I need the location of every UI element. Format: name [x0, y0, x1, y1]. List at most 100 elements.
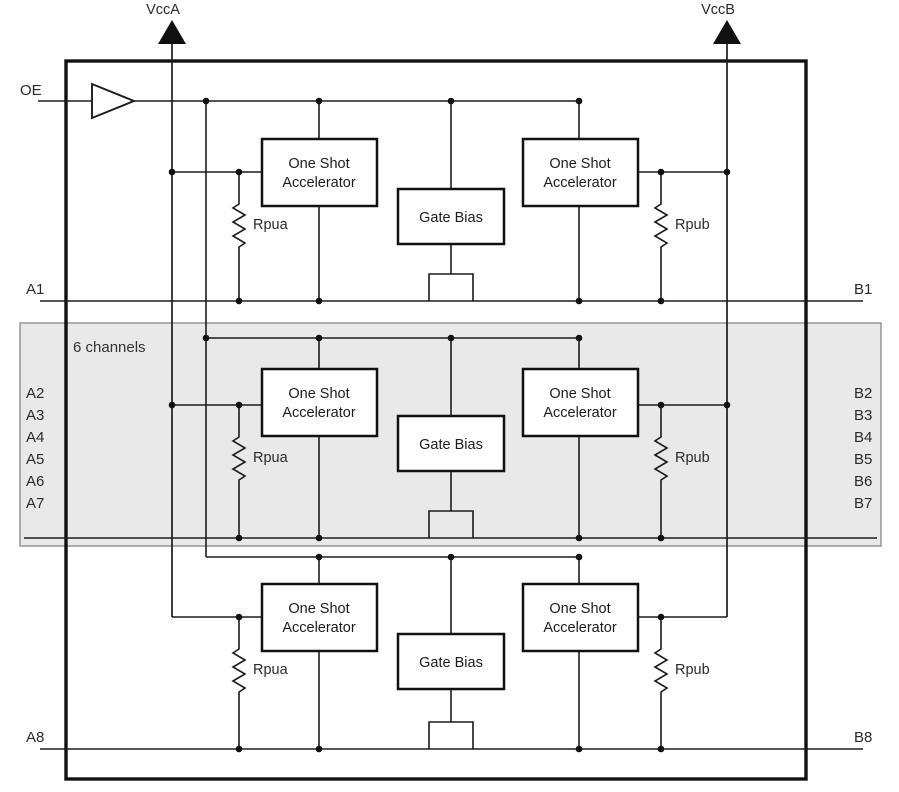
junction-dot — [575, 334, 583, 342]
rpub-resistor-8 — [653, 617, 669, 749]
junction-dot — [235, 401, 243, 409]
vccb-arrow-icon — [713, 20, 741, 44]
one-shot-a-mid-label-line1: One Shot — [288, 386, 349, 402]
pin-label-a4: A4 — [26, 429, 44, 446]
power-rails — [158, 20, 741, 617]
pin-label-b4: B4 — [854, 429, 872, 446]
junction-dot — [575, 534, 583, 542]
pin-label-a3: A3 — [26, 407, 44, 424]
junction-dot — [575, 97, 583, 105]
pin-label-a2: A2 — [26, 385, 44, 402]
junction-dot — [657, 745, 665, 753]
one-shot-b-mid-label-line2: Accelerator — [543, 405, 617, 421]
pin-label-b3: B3 — [854, 407, 872, 424]
oe-pin-label: OE — [20, 82, 42, 99]
oe-buffer-icon — [91, 82, 137, 120]
junction-dot — [315, 334, 323, 342]
one-shot-accelerator-a-mid-box — [260, 367, 379, 438]
junction-dot — [447, 97, 455, 105]
one-shot-accelerator-a1-box — [260, 137, 379, 208]
rpub-resistor-1 — [653, 172, 669, 301]
pass-fet-1 — [428, 273, 474, 301]
junction-dot — [235, 297, 243, 305]
pin-label-a8: A8 — [26, 729, 44, 746]
one-shot-a1-label-line2: Accelerator — [282, 175, 356, 191]
one-shot-b1-label-line2: Accelerator — [543, 175, 617, 191]
junction-dot — [168, 401, 176, 409]
junction-dot — [723, 401, 731, 409]
labels: VccA VccB OE 6 channels A1 B1 A2 A3 A4 A… — [20, 2, 872, 746]
gate-bias-mid-label: Gate Bias — [419, 437, 483, 453]
pin-label-b1: B1 — [854, 281, 872, 298]
one-shot-b8-label-line2: Accelerator — [543, 620, 617, 636]
rpua-label-8: Rpua — [253, 662, 289, 678]
junction-dot — [447, 553, 455, 561]
pin-label-b5: B5 — [854, 451, 872, 468]
junction-dot — [575, 553, 583, 561]
junction-dot — [657, 401, 665, 409]
pass-fet-8 — [428, 721, 474, 749]
gate-bias-8-box — [396, 632, 506, 691]
one-shot-b1-label-line1: One Shot — [549, 156, 610, 172]
pin-label-a1: A1 — [26, 281, 44, 298]
junction-dot — [315, 745, 323, 753]
junction-dot — [235, 168, 243, 176]
junction-dot — [447, 334, 455, 342]
junction-dot — [315, 534, 323, 542]
junction-dot — [202, 97, 210, 105]
pin-label-b7: B7 — [854, 495, 872, 512]
junction-dot — [657, 613, 665, 621]
rpua-label-1: Rpua — [253, 217, 289, 233]
pass-fet-mid — [428, 510, 474, 538]
junction-dot — [575, 745, 583, 753]
rpub-label-1: Rpub — [675, 217, 710, 233]
junction-dot — [168, 168, 176, 176]
vcca-arrow-icon — [158, 20, 186, 44]
one-shot-accelerator-b1-box — [521, 137, 640, 208]
rpua-label-mid: Rpua — [253, 450, 289, 466]
one-shot-accelerator-a8-box — [260, 582, 379, 653]
gate-bias-mid-box — [396, 414, 506, 473]
junction-dot — [575, 297, 583, 305]
one-shot-a8-label-line1: One Shot — [288, 601, 349, 617]
rpua-resistor-mid — [231, 405, 247, 538]
rpub-resistor-mid — [653, 405, 669, 538]
junction-dot — [657, 534, 665, 542]
one-shot-accelerator-b-mid-box — [521, 367, 640, 438]
one-shot-a8-label-line2: Accelerator — [282, 620, 356, 636]
junction-dot — [315, 553, 323, 561]
function-blocks — [260, 137, 640, 691]
junction-dot — [202, 334, 210, 342]
junction-dot — [315, 97, 323, 105]
junction-dots — [168, 97, 731, 753]
rpua-resistor-1 — [231, 172, 247, 301]
gate-bias-1-box — [396, 187, 506, 246]
one-shot-accelerator-b8-box — [521, 582, 640, 653]
gate-bias-8-label: Gate Bias — [419, 655, 483, 671]
channel-8-wires — [40, 556, 863, 750]
junction-dot — [235, 534, 243, 542]
rpub-label-8: Rpub — [675, 662, 710, 678]
pin-label-a7: A7 — [26, 495, 44, 512]
junction-dot — [657, 297, 665, 305]
rpua-resistor-8 — [231, 617, 247, 749]
vcca-label: VccA — [146, 2, 180, 18]
pin-label-a5: A5 — [26, 451, 44, 468]
pin-label-a6: A6 — [26, 473, 44, 490]
vccb-label: VccB — [701, 2, 735, 18]
gate-bias-1-label: Gate Bias — [419, 210, 483, 226]
rpub-label-mid: Rpub — [675, 450, 710, 466]
one-shot-a1-label-line1: One Shot — [288, 156, 349, 172]
junction-dot — [657, 168, 665, 176]
channel-mid-wires — [24, 337, 877, 539]
junction-dot — [235, 745, 243, 753]
pin-label-b8: B8 — [854, 729, 872, 746]
one-shot-b-mid-label-line1: One Shot — [549, 386, 610, 402]
six-channels-note: 6 channels — [73, 339, 146, 356]
junction-dot — [315, 297, 323, 305]
junction-dot — [235, 613, 243, 621]
one-shot-b8-label-line1: One Shot — [549, 601, 610, 617]
junction-dot — [723, 168, 731, 176]
